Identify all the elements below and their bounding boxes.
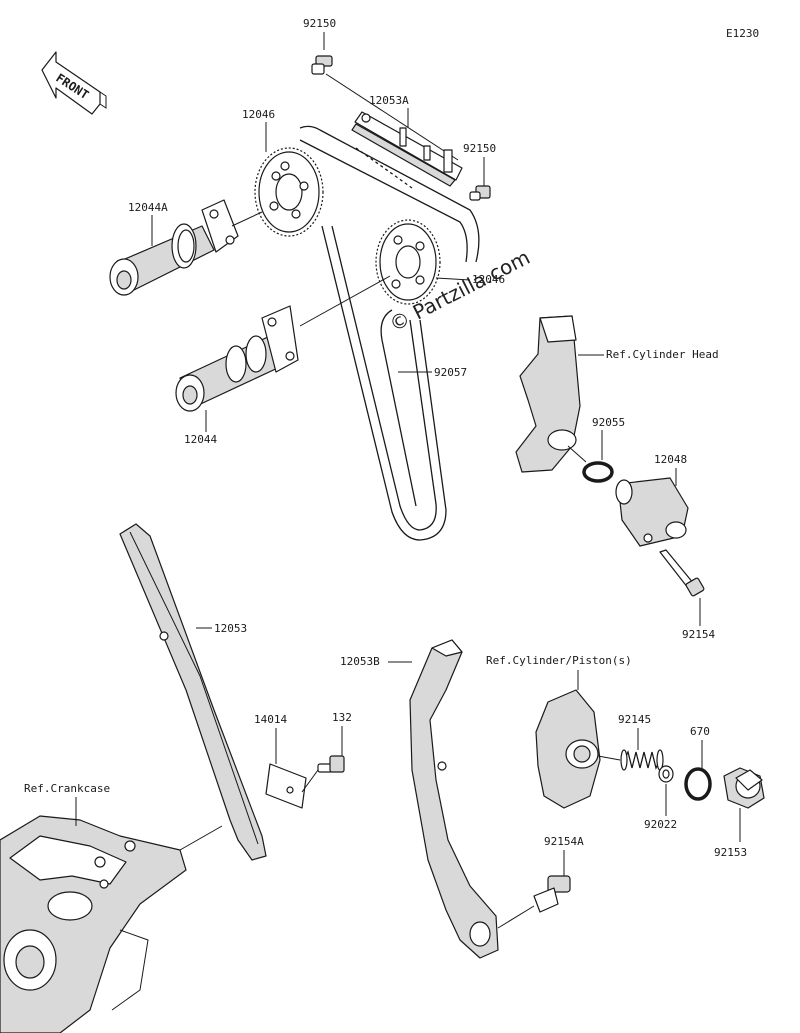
cam-chain-upper	[299, 125, 480, 263]
leader-line	[301, 769, 319, 793]
spring-92145[interactable]	[620, 749, 664, 771]
callout-12048[interactable]: 12048	[654, 453, 687, 466]
chain-guide-12053A[interactable]	[351, 111, 463, 187]
callout-12053A[interactable]: 12053A	[369, 94, 409, 107]
front-arrow-icon: FRONT	[41, 51, 107, 115]
callout-12046-lower[interactable]: 12046	[472, 273, 505, 286]
leader-line	[325, 73, 459, 161]
callout-92145[interactable]: 92145	[618, 713, 651, 726]
leader-line	[497, 905, 535, 929]
camshaft-12044[interactable]	[175, 305, 299, 412]
callout-12046-upper[interactable]: 12046	[242, 108, 275, 121]
callout-12053[interactable]: 12053	[214, 622, 247, 635]
chain-guide-12053B[interactable]	[409, 639, 499, 959]
bolt-92154A[interactable]	[533, 875, 571, 913]
diagram-code: E1230	[726, 27, 759, 40]
ref-crankcase: Ref.Crankcase	[24, 782, 110, 795]
callout-92022[interactable]: 92022	[644, 818, 677, 831]
bolt-92150-right[interactable]	[469, 185, 491, 201]
sprocket-12046-lower[interactable]	[375, 219, 441, 305]
callout-92150-top[interactable]: 92150	[303, 17, 336, 30]
callout-670[interactable]: 670	[690, 725, 710, 738]
leader-line	[231, 211, 263, 227]
callout-92154A[interactable]: 92154A	[544, 835, 584, 848]
chain-guide-12053[interactable]	[119, 523, 267, 861]
bolt-92150-top[interactable]	[311, 32, 333, 75]
leader-line	[435, 277, 471, 281]
leader-line	[299, 275, 391, 327]
cam-chain-92057[interactable]	[321, 225, 447, 541]
callout-92057[interactable]: 92057	[434, 366, 467, 379]
callout-92153[interactable]: 92153	[714, 846, 747, 859]
camshaft-12044A[interactable]	[109, 199, 239, 296]
ref-cylinder-head: Ref.Cylinder Head	[606, 348, 719, 361]
bolt-132[interactable]	[317, 755, 345, 773]
crankcase	[0, 815, 187, 1033]
callout-14014[interactable]: 14014	[254, 713, 287, 726]
o-ring-92055[interactable]	[582, 461, 614, 483]
sprocket-12046-upper[interactable]	[254, 147, 324, 237]
o-ring-670[interactable]	[684, 767, 712, 801]
callout-92150-right[interactable]: 92150	[463, 142, 496, 155]
callout-132[interactable]: 132	[332, 711, 352, 724]
cylinder-head-bracket	[515, 315, 581, 473]
callout-12044[interactable]: 12044	[184, 433, 217, 446]
callout-12044A[interactable]: 12044A	[128, 201, 168, 214]
washer-92022[interactable]	[658, 765, 674, 783]
callout-12053B[interactable]: 12053B	[340, 655, 380, 668]
leader-line	[597, 755, 621, 761]
callout-92154[interactable]: 92154	[682, 628, 715, 641]
ref-cylinder-piston: Ref.Cylinder/Piston(s)	[486, 654, 632, 667]
leader-line	[567, 445, 587, 463]
cap-bolt-92153[interactable]	[723, 767, 765, 809]
callout-92055[interactable]: 92055	[592, 416, 625, 429]
plate-14014[interactable]	[265, 763, 307, 809]
cylinder-piston-bracket	[535, 689, 601, 809]
bolt-92154[interactable]	[659, 549, 705, 597]
leader-line	[179, 825, 223, 851]
chain-tensioner-12048[interactable]	[615, 477, 689, 547]
